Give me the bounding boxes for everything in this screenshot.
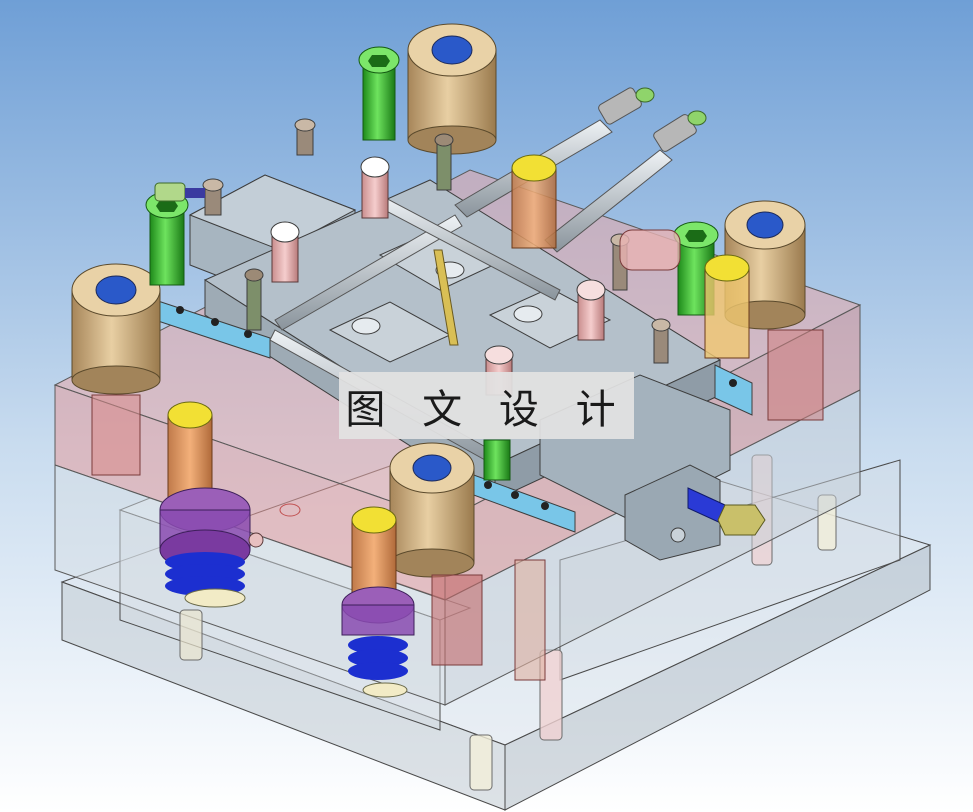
angle-pin-1[interactable] <box>360 156 390 219</box>
support-pin-top[interactable] <box>511 154 557 249</box>
watermark-text: 图 文 设 计 <box>345 386 628 433</box>
sprue-pin[interactable] <box>433 249 459 346</box>
guide-pillar-group[interactable] <box>91 329 824 666</box>
spring-assembly-front[interactable] <box>341 586 415 698</box>
guide-bushing-front[interactable] <box>389 442 475 578</box>
cap-screw-group[interactable] <box>202 118 671 364</box>
socket-screw-4[interactable] <box>483 439 511 481</box>
support-pin-right[interactable] <box>704 254 750 359</box>
socket-screw-2[interactable] <box>145 191 189 286</box>
guide-bushing-left[interactable] <box>71 263 161 395</box>
spring-assembly-left[interactable] <box>159 487 264 608</box>
ejector-rod-group[interactable] <box>179 559 546 681</box>
angle-pin-2[interactable] <box>270 221 300 283</box>
guide-bushing-top[interactable] <box>407 23 497 155</box>
spring-side-right[interactable] <box>687 487 766 536</box>
socket-screw-1[interactable] <box>358 46 400 141</box>
water-fitting-group[interactable] <box>154 182 681 517</box>
angle-pin-3[interactable] <box>576 279 606 341</box>
watermark-label-box: 图 文 设 计 <box>339 372 634 439</box>
retainer-strip-right[interactable] <box>714 364 753 416</box>
